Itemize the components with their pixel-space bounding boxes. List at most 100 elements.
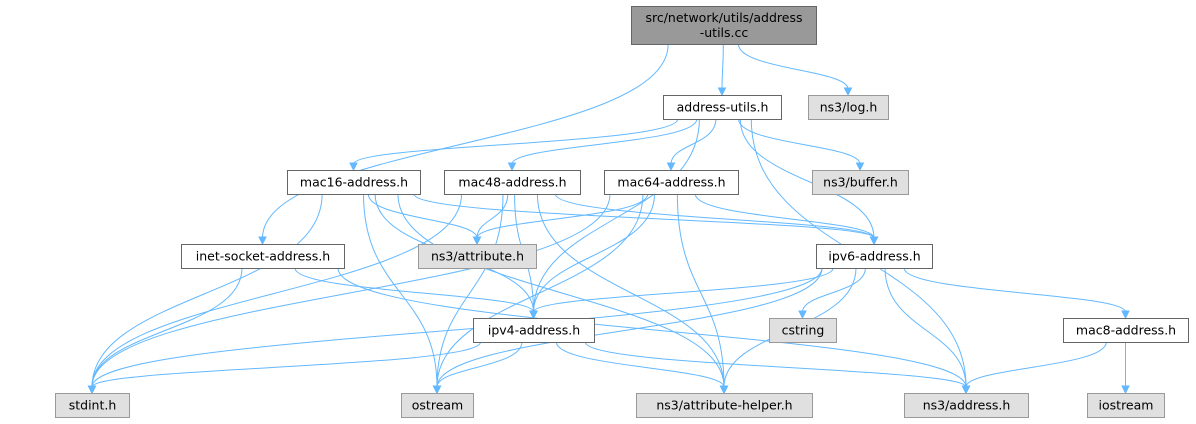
edge-line xyxy=(262,43,669,239)
node-box xyxy=(287,170,421,195)
edge-line xyxy=(670,118,717,165)
node-label: ns3/attribute-helper.h xyxy=(656,398,792,413)
node-label: ns3/address.h xyxy=(923,398,1011,413)
node-box xyxy=(1087,393,1165,418)
node-buffer: ns3/buffer.h xyxy=(812,170,909,195)
node-label: -utils.cc xyxy=(700,25,749,40)
edge-address_utils-to-ipv4 xyxy=(529,118,700,320)
node-mac8[interactable]: mac8-address.h xyxy=(1063,318,1189,343)
edge-line xyxy=(965,341,1107,388)
node-ipv4[interactable]: ipv4-address.h xyxy=(473,318,595,343)
edge-line xyxy=(694,193,875,239)
edge-line xyxy=(511,118,698,165)
edge-ipv4-to-attribute_helper xyxy=(555,341,729,395)
edge-line xyxy=(91,341,482,388)
edge-line xyxy=(555,341,725,388)
edge-ipv4-to-ostream xyxy=(432,341,523,395)
edge-arrowhead xyxy=(507,162,517,172)
edge-ipv6-to-stdint xyxy=(87,267,823,395)
node-box xyxy=(636,393,813,418)
edge-root-to-inet_socket xyxy=(258,43,669,246)
node-label: stdint.h xyxy=(69,398,117,413)
edge-ipv6-to-mac8 xyxy=(903,267,1130,320)
edge-ipv6-to-ipv4 xyxy=(529,267,834,320)
edge-arrowhead xyxy=(961,385,971,395)
node-mac64[interactable]: mac64-address.h xyxy=(604,170,739,195)
node-mac16[interactable]: mac16-address.h xyxy=(287,170,421,195)
edge-arrowhead xyxy=(258,236,267,246)
edge-line xyxy=(367,193,478,239)
node-label: mac8-address.h xyxy=(1076,323,1176,338)
node-ipv6[interactable]: ipv6-address.h xyxy=(816,244,933,269)
edge-line xyxy=(533,118,700,313)
node-attribute-helper: ns3/attribute-helper.h xyxy=(636,393,813,418)
node-address: ns3/address.h xyxy=(904,393,1029,418)
node-box xyxy=(808,95,889,120)
node-label: mac64-address.h xyxy=(617,175,725,190)
edge-arrowhead xyxy=(1121,385,1130,395)
node-label: ns3/attribute.h xyxy=(431,249,524,264)
node-label: mac48-address.h xyxy=(458,175,566,190)
node-box xyxy=(604,170,739,195)
edge-line xyxy=(294,267,534,313)
node-box xyxy=(444,170,581,195)
nodes-layer: src/network/utils/address-utils.cc addres… xyxy=(55,6,1189,418)
edge-line xyxy=(337,267,967,388)
edge-inet_socket-to-ipv4 xyxy=(294,267,538,320)
edge-mac48-to-attribute_helper xyxy=(536,193,729,395)
edge-arrowhead xyxy=(717,87,727,97)
edge-ipv4-to-stdint xyxy=(87,341,482,395)
edge-line xyxy=(738,118,861,165)
edge-inet_socket-to-address xyxy=(337,267,971,395)
edge-mac16-to-ipv6 xyxy=(413,193,879,246)
edge-arrowhead xyxy=(666,162,676,172)
node-inet-socket[interactable]: inet-socket-address.h xyxy=(181,244,345,269)
edge-line xyxy=(676,193,725,388)
node-stdint: stdint.h xyxy=(55,393,130,418)
node-label: cstring xyxy=(782,323,825,338)
edge-line xyxy=(91,267,823,388)
edge-line xyxy=(413,193,875,239)
edge-line xyxy=(436,341,523,388)
edge-line xyxy=(584,341,967,388)
node-iostream: iostream xyxy=(1087,393,1165,418)
node-box xyxy=(904,393,1029,418)
edge-line xyxy=(721,43,724,90)
edge-line xyxy=(802,267,866,313)
edge-arrowhead xyxy=(1121,310,1130,320)
edge-mac8-to-iostream xyxy=(1121,342,1130,395)
node-log: ns3/log.h xyxy=(808,95,889,120)
edges-layer xyxy=(87,43,1130,395)
node-box xyxy=(663,95,782,120)
node-address-utils[interactable]: address-utils.h xyxy=(663,95,782,120)
edge-arrowhead xyxy=(855,162,865,172)
node-label: iostream xyxy=(1099,398,1154,413)
node-ostream: ostream xyxy=(401,393,474,418)
node-label: ns3/log.h xyxy=(820,100,878,115)
node-box xyxy=(1063,318,1189,343)
edge-arrowhead xyxy=(529,310,538,320)
node-label: inet-socket-address.h xyxy=(196,249,330,264)
edge-line xyxy=(436,267,823,388)
edge-arrowhead xyxy=(798,310,807,320)
node-label: mac16-address.h xyxy=(300,175,408,190)
edge-line xyxy=(91,193,323,388)
node-label: ns3/buffer.h xyxy=(823,175,898,190)
edge-mac64-to-ipv6 xyxy=(694,193,879,246)
node-label: address-utils.h xyxy=(677,100,769,115)
edge-line xyxy=(476,193,649,239)
edge-arrowhead xyxy=(869,236,879,246)
edge-line xyxy=(476,193,509,239)
node-mac48[interactable]: mac48-address.h xyxy=(444,170,581,195)
edge-line xyxy=(739,118,875,239)
edge-line xyxy=(903,267,1126,313)
node-root: src/network/utils/address-utils.cc xyxy=(631,6,817,45)
node-label: ostream xyxy=(412,398,463,413)
edge-line xyxy=(554,193,875,239)
node-label: ipv6-address.h xyxy=(828,249,920,264)
node-box xyxy=(816,244,933,269)
node-cstring: cstring xyxy=(769,318,837,343)
edge-address_utils-to-buffer xyxy=(738,118,865,172)
node-box xyxy=(473,318,595,343)
